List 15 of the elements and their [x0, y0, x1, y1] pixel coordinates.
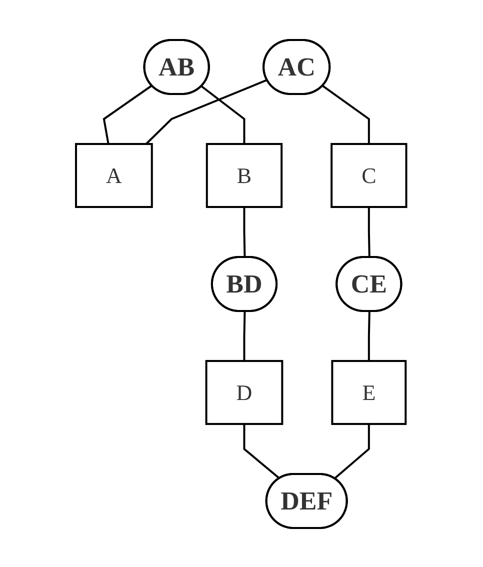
node-box: C	[330, 142, 408, 208]
connector	[244, 310, 246, 360]
connector	[322, 84, 370, 144]
node-box: B	[206, 142, 283, 208]
connector	[103, 84, 153, 144]
connector	[368, 206, 371, 258]
connector	[146, 78, 268, 144]
node-box: E	[332, 360, 407, 424]
connector	[368, 310, 371, 360]
connector	[244, 206, 246, 258]
connector	[244, 424, 281, 479]
node-box: A	[75, 142, 154, 208]
connector	[201, 85, 246, 144]
node-box: D	[206, 360, 284, 424]
connector	[334, 424, 370, 479]
